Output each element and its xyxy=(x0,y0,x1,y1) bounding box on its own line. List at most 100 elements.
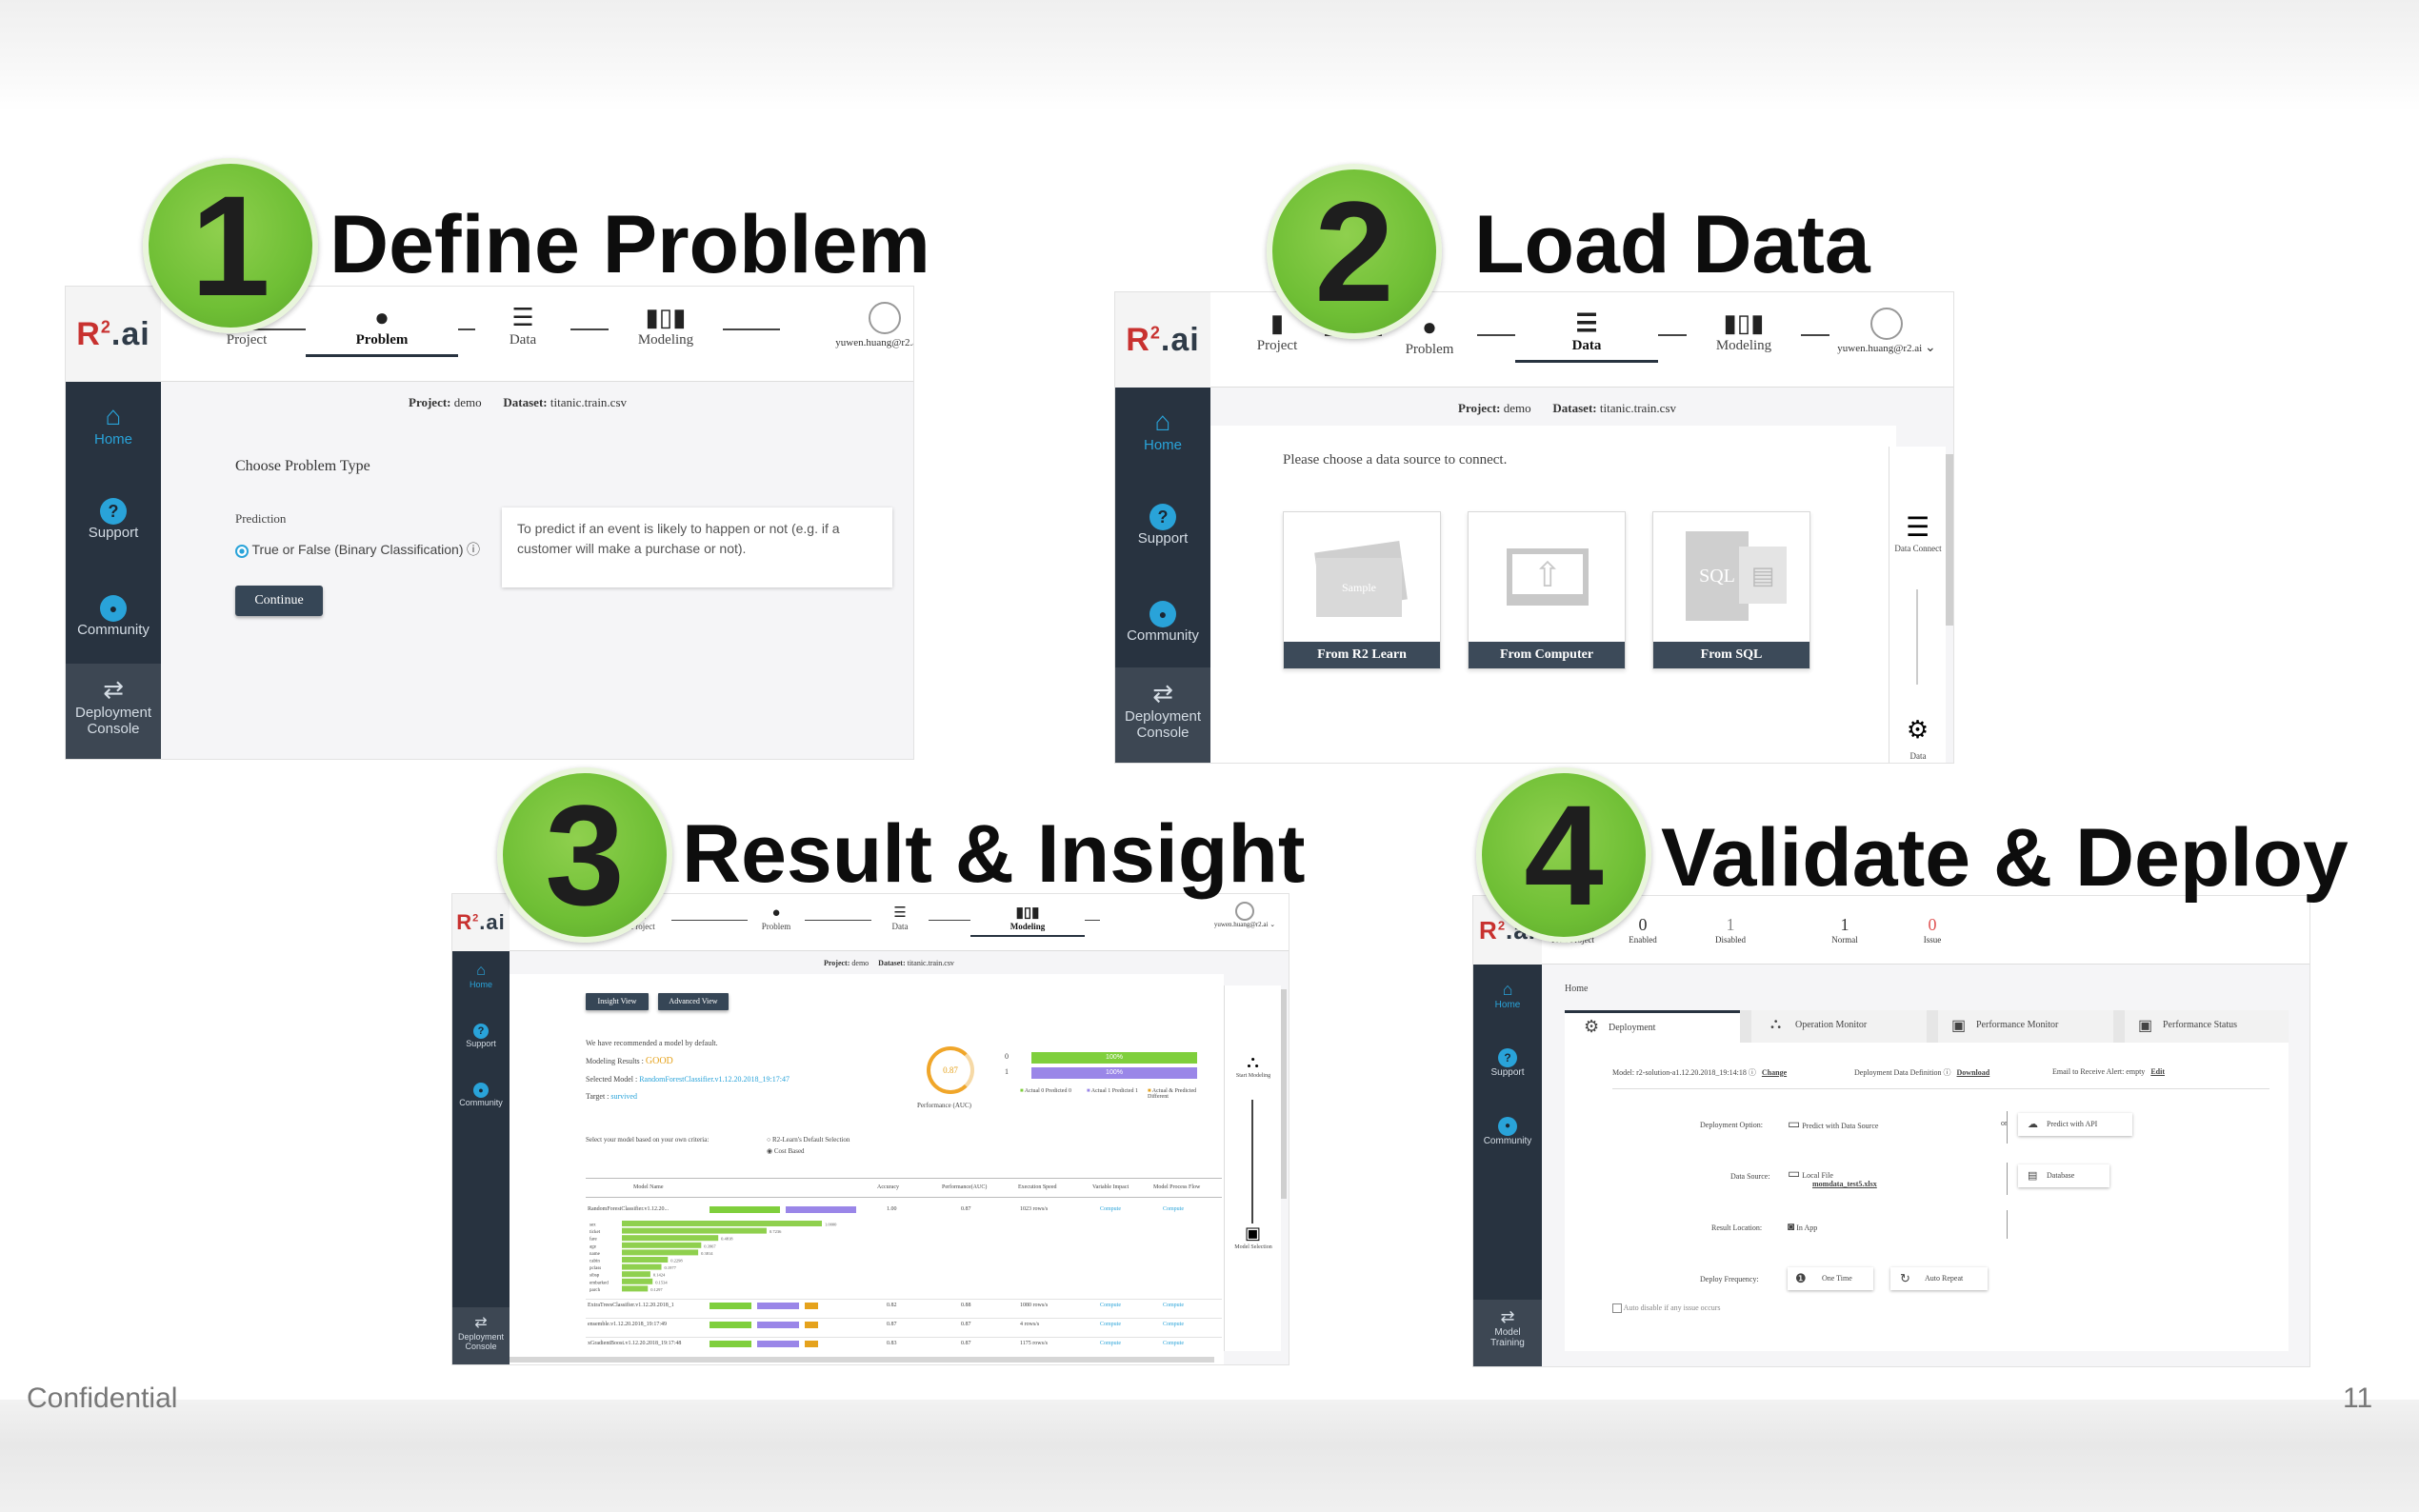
logo[interactable]: R2.ai xyxy=(1115,292,1210,388)
tab-performance-status[interactable]: ▣ Performance Status xyxy=(2125,1010,2289,1043)
data-source-label: Data Source: xyxy=(1730,1172,1770,1181)
sidebar-item-support[interactable]: ? Support xyxy=(1473,1048,1542,1078)
binary-classification-radio[interactable]: True or False (Binary Classification) ⓘ xyxy=(235,540,480,559)
sidebar-item-community[interactable]: ● Community xyxy=(66,595,161,638)
nav-data[interactable]: ☰Data xyxy=(1515,309,1658,363)
one-time-button[interactable]: ❶ One Time xyxy=(1788,1267,1873,1290)
nav-problem[interactable]: ●Problem xyxy=(306,304,458,357)
horizontal-scrollbar[interactable] xyxy=(510,1357,1214,1363)
user-menu[interactable]: yuwen.huang@r2.ai ⌄ xyxy=(818,302,913,350)
download-link[interactable]: Download xyxy=(1956,1068,1990,1077)
card-from-computer[interactable]: ⇧ From Computer xyxy=(1468,511,1626,669)
database-icon: ▤ xyxy=(2028,1170,2038,1182)
question-icon: ? xyxy=(473,1024,489,1039)
auto-disable-checkbox[interactable]: Auto disable if any issue occurs xyxy=(1612,1303,1721,1314)
sidebar-item-model-training[interactable]: ⇄ Model Training xyxy=(1473,1300,1542,1366)
nav-modeling[interactable]: ▮▯▮Modeling xyxy=(1687,309,1801,354)
user-menu[interactable]: yuwen.huang@r2.ai ⌄ xyxy=(1205,902,1285,928)
auc-caption: Performance (AUC) xyxy=(917,1102,971,1109)
problem-tooltip: To predict if an event is likely to happ… xyxy=(502,507,892,587)
feature-value: 0.4818 xyxy=(721,1237,733,1242)
avatar-icon xyxy=(1235,902,1254,921)
chevron-down-icon: ⌄ xyxy=(1269,921,1276,928)
nav-problem[interactable]: ●Problem xyxy=(1382,313,1477,358)
criteria-default-radio[interactable]: ○ R2-Learn's Default Selection xyxy=(767,1136,850,1144)
criteria-prompt: Select your model based on your own crit… xyxy=(586,1136,710,1144)
topbar: ▮Project ●Problem ☰Data ▮▯▮Modeling yuwe… xyxy=(510,894,1289,951)
sidebar-item-deployment-console[interactable]: ⇄ Deployment Console xyxy=(1115,667,1210,763)
compute-link[interactable]: Compute xyxy=(1100,1322,1121,1327)
nav-modeling[interactable]: ▮▯▮Modeling xyxy=(609,304,723,348)
scrollbar[interactable] xyxy=(1946,454,1953,626)
in-app-option[interactable]: ◙ In App xyxy=(1788,1220,1818,1233)
nav-problem[interactable]: ●Problem xyxy=(748,905,805,931)
card-from-r2-learn[interactable]: Sample From R2 Learn xyxy=(1283,511,1441,669)
sidebar-item-community[interactable]: ● Community xyxy=(452,1083,510,1107)
sidebar-item-home[interactable]: ⌂ Home xyxy=(452,963,510,989)
sidebar-item-home[interactable]: ⌂ Home xyxy=(1473,980,1542,1010)
nav-data[interactable]: ☰Data xyxy=(475,304,570,348)
logo[interactable]: R2.ai xyxy=(66,287,161,382)
criteria-cost-radio[interactable]: ◉ Cost Based xyxy=(767,1147,805,1155)
row-bar xyxy=(757,1303,799,1309)
sidebar-item-support[interactable]: ? Support xyxy=(1115,504,1210,547)
model-selection-icon[interactable]: ▣ xyxy=(1244,1224,1261,1243)
card-from-sql[interactable]: SQL ▤ From SQL xyxy=(1652,511,1810,669)
compute-link[interactable]: Compute xyxy=(1163,1206,1184,1212)
scrollbar[interactable] xyxy=(1281,989,1287,1199)
tab-advanced-view[interactable]: Advanced View xyxy=(658,993,729,1010)
feature-value: 0.2298 xyxy=(670,1259,683,1263)
table-row[interactable]: ExtraTreesClassifier.v1.12.20.2018_1 0.8… xyxy=(586,1299,1222,1312)
data-connect-icon[interactable]: ☰ xyxy=(1905,512,1930,542)
continue-button[interactable]: Continue xyxy=(235,586,323,616)
sidebar: ⌂ Home ? Support ● Community ⇄ Model Tra… xyxy=(1473,896,1542,1366)
nav-data[interactable]: ☰Data xyxy=(871,904,929,931)
sidebar-item-home[interactable]: ⌂ Home xyxy=(66,401,161,448)
compute-link[interactable]: Compute xyxy=(1100,1341,1121,1346)
start-modeling-icon[interactable]: ⛬ xyxy=(1247,1052,1259,1071)
rail-label: Data Connect xyxy=(1894,544,1942,553)
sidebar-item-community[interactable]: ● Community xyxy=(1115,601,1210,644)
sidebar-item-support[interactable]: ? Support xyxy=(466,1024,496,1048)
step-1-title: Define Problem xyxy=(330,199,930,290)
sidebar-item-deployment-console[interactable]: ⇄ Deployment Console xyxy=(452,1307,510,1364)
compute-link[interactable]: Compute xyxy=(1100,1303,1121,1308)
tab-insight-view[interactable]: Insight View xyxy=(586,993,649,1010)
sidebar-item-deployment-console[interactable]: ⇄ Deployment Console xyxy=(66,664,161,759)
modeling-results: Modeling Results : GOOD xyxy=(586,1056,673,1066)
edit-link[interactable]: Edit xyxy=(2150,1067,2165,1076)
tab-performance-monitor[interactable]: ▣ Performance Monitor xyxy=(1938,1010,2113,1043)
feature-label: age xyxy=(590,1244,597,1249)
compute-link[interactable]: Compute xyxy=(1163,1341,1184,1346)
nav-modeling[interactable]: ▮▯▮Modeling xyxy=(970,904,1085,937)
compute-link[interactable]: Compute xyxy=(1100,1206,1121,1212)
change-link[interactable]: Change xyxy=(1761,1068,1788,1077)
local-file-option[interactable]: ▭ Local File xyxy=(1788,1167,1833,1182)
logo[interactable]: R2.ai xyxy=(452,894,510,951)
tab-operation-monitor[interactable]: ⛬ Operation Monitor xyxy=(1751,1010,1927,1043)
option-predict-data-source[interactable]: ▭ Predict with Data Source xyxy=(1788,1118,1879,1132)
sidebar-item-support[interactable]: ? Support xyxy=(66,498,161,541)
auto-repeat-button[interactable]: ↻ Auto Repeat xyxy=(1890,1267,1988,1290)
compute-link[interactable]: Compute xyxy=(1163,1322,1184,1327)
sidebar-item-home[interactable]: ⌂ Home xyxy=(1115,407,1210,453)
table-row[interactable]: ensemble.v1.12.20.2018_19:17:49 0.87 0.8… xyxy=(586,1318,1222,1331)
feature-value: 0.1534 xyxy=(655,1280,668,1284)
table-row[interactable]: xGradientBoost.v1.12.20.2018_19:17:48 0.… xyxy=(586,1337,1222,1350)
folder-icon: ▭ xyxy=(1788,1118,1801,1132)
compute-link[interactable]: Compute xyxy=(1163,1303,1184,1308)
database-button[interactable]: ▤ Database xyxy=(2018,1164,2109,1187)
local-file-name[interactable]: momdata_test5.xlsx xyxy=(1812,1180,1877,1188)
user-menu[interactable]: yuwen.huang@r2.ai ⌄ xyxy=(1820,308,1953,356)
predict-with-api-button[interactable]: ☁ Predict with API xyxy=(2018,1113,2132,1136)
chat-icon: ● xyxy=(1150,601,1176,627)
table-row[interactable]: RandomForestClassifier.v1.12.20... 1.00 … xyxy=(588,1206,1184,1213)
sidebar-item-community[interactable]: ● Community xyxy=(1473,1117,1542,1146)
gear-icon[interactable]: ⚙ xyxy=(1906,715,1929,744)
help-icon: ⓘ xyxy=(467,544,480,558)
breadcrumb[interactable]: Home xyxy=(1565,984,1589,994)
tab-deployment[interactable]: Deployment ⚙ xyxy=(1565,1010,1740,1043)
chat-icon: ● xyxy=(473,1083,489,1098)
